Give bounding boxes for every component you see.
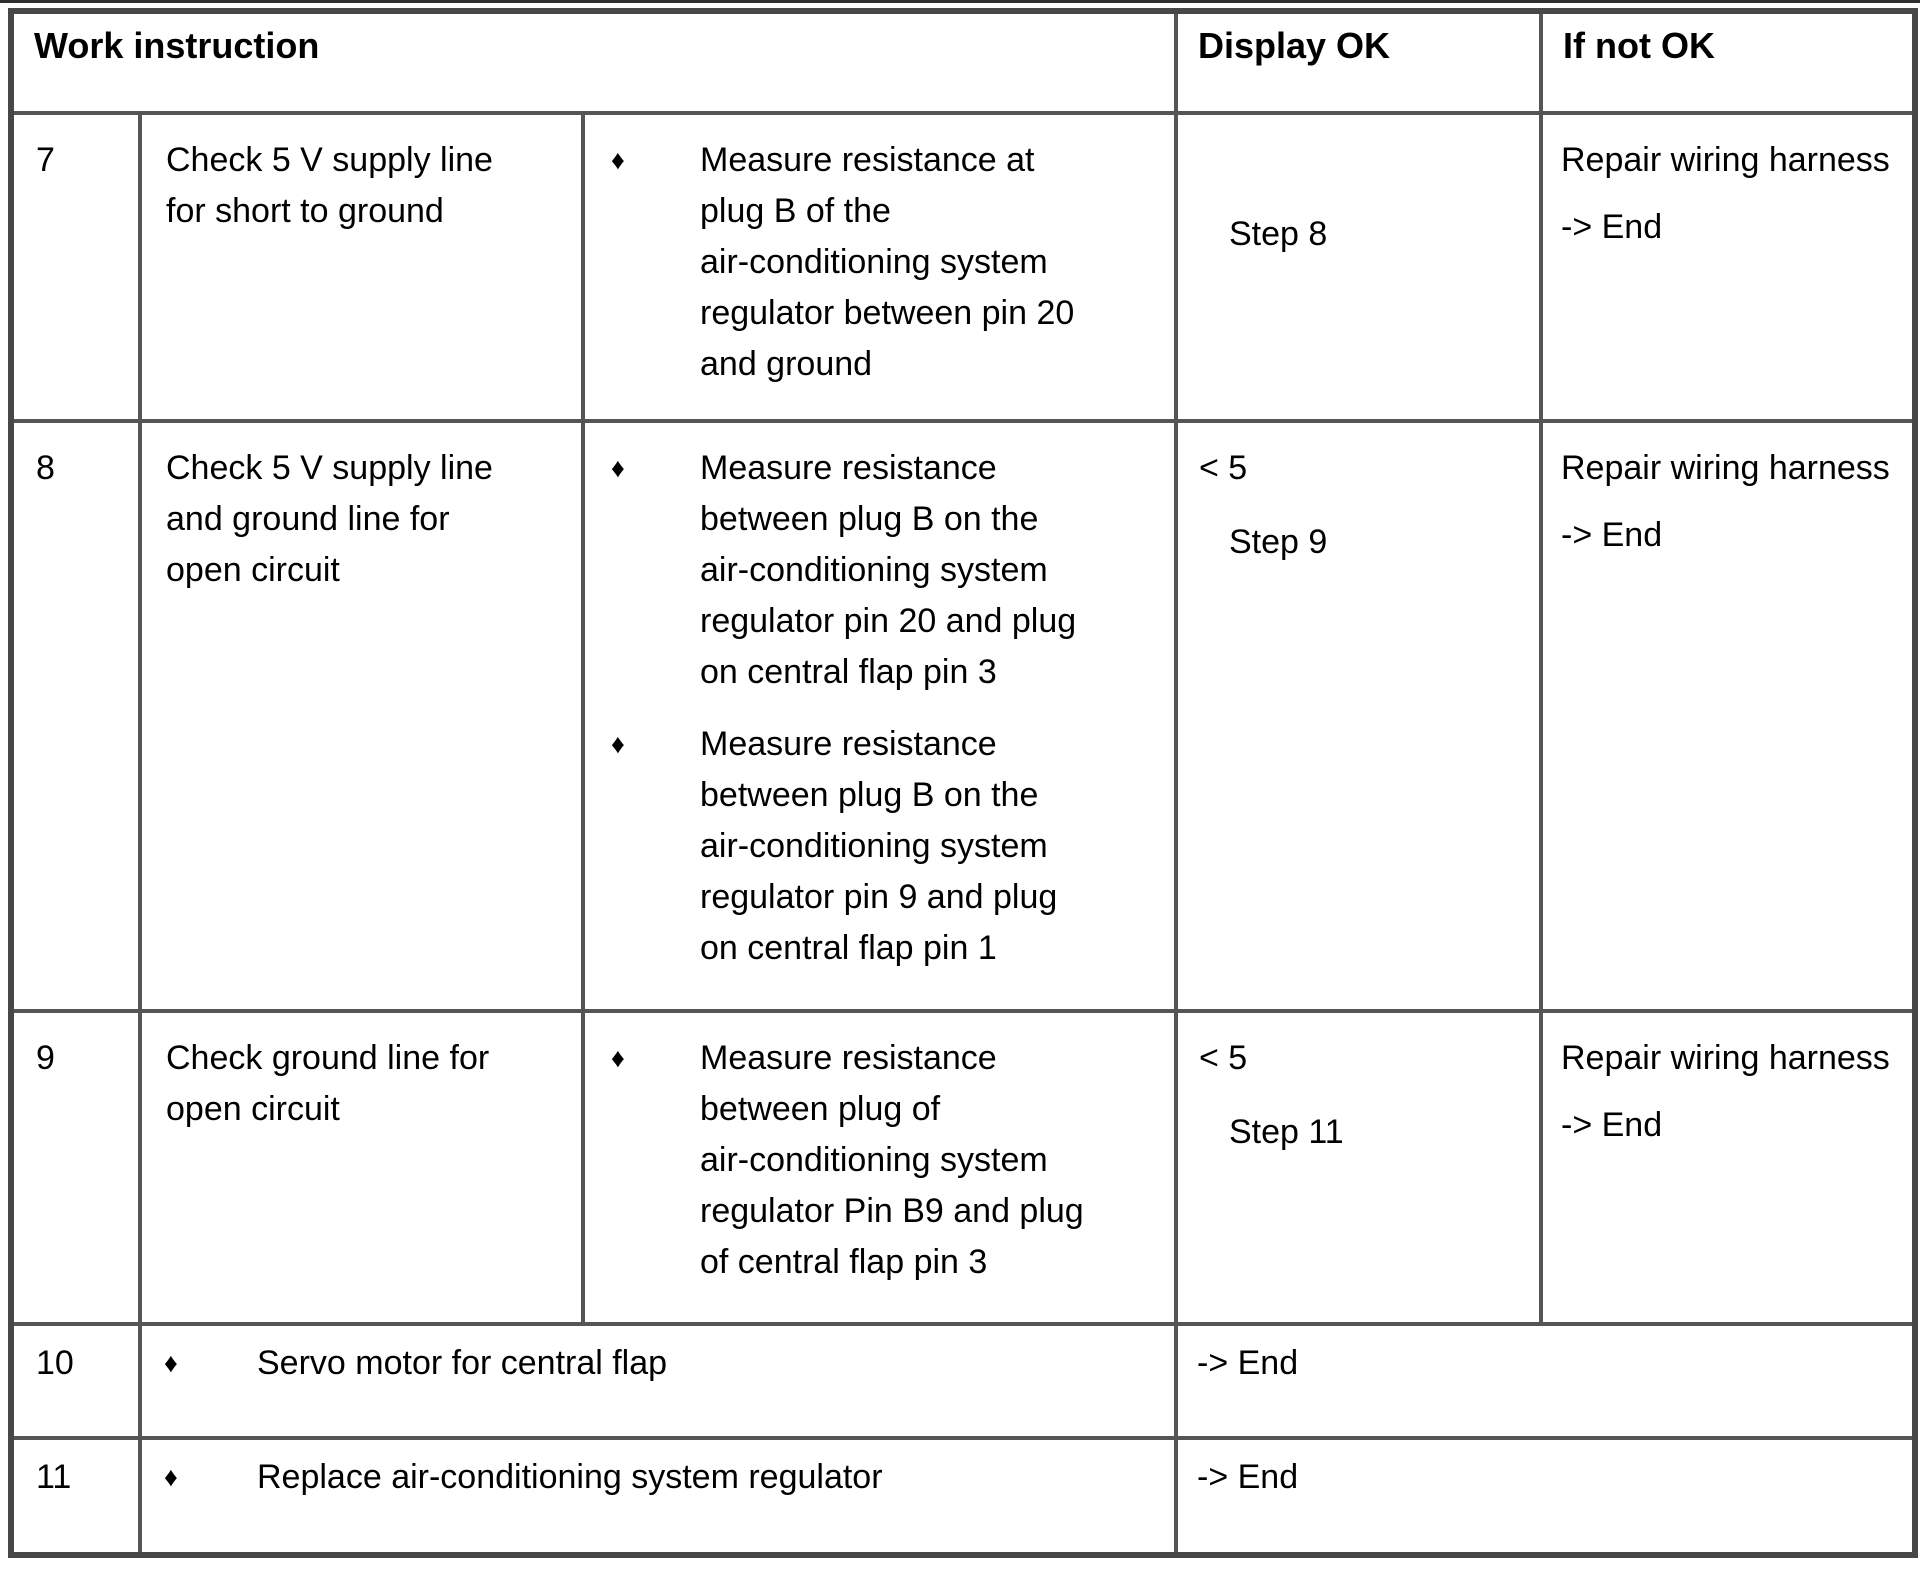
result-cell: -> End <box>1174 1436 1917 1557</box>
display-ok-value: < 5 <box>1199 449 1248 487</box>
header-cell-work-instruction: Work instruction <box>9 9 1178 115</box>
repair-action: Repair wiring harness <box>1561 141 1890 179</box>
display-ok-cell: < 5 Step 9 <box>1174 419 1543 1013</box>
if-not-ok-cell: Repair wiring harness -> End <box>1539 111 1917 423</box>
row-number: 8 <box>36 449 55 487</box>
action-text: Replace air-conditioning system regulato… <box>257 1458 883 1496</box>
check-description: Check 5 V supply line for short to groun… <box>166 141 493 230</box>
display-ok-cell: < 5 Step 11 <box>1174 1009 1543 1326</box>
end-reference: -> End <box>1561 1106 1663 1144</box>
work-step-text: Measure resistance between plug B on the… <box>700 449 1077 691</box>
end-reference: -> End <box>1197 1458 1299 1496</box>
check-description-cell: Check ground line for open circuit <box>138 1009 585 1326</box>
work-steps-cell: ♦ Measure resistance between plug B on t… <box>581 419 1178 1013</box>
work-step-item: ♦ Measure resistance at plug B of the ai… <box>609 135 1166 390</box>
end-reference: -> End <box>1561 208 1663 246</box>
row-number-cell: 10 <box>9 1322 142 1440</box>
if-not-ok-cell: Repair wiring harness -> End <box>1539 419 1917 1013</box>
display-ok-step: Step 8 <box>1229 215 1328 253</box>
check-description: Check 5 V supply line and ground line fo… <box>166 449 493 589</box>
work-step-text: Measure resistance between plug of air‑c… <box>700 1039 1084 1281</box>
row-number: 10 <box>36 1344 74 1382</box>
header-display-ok-label: Display OK <box>1198 25 1391 66</box>
bullet-diamond-icon: ♦ <box>611 145 625 175</box>
table-header-row: Work instruction Display OK If not OK <box>9 9 1917 115</box>
work-step-item: ♦ Measure resistance between plug B on t… <box>609 443 1166 698</box>
display-ok-cell: Step 8 <box>1174 111 1543 423</box>
row-number: 9 <box>36 1039 55 1077</box>
work-steps-cell: ♦ Measure resistance at plug B of the ai… <box>581 111 1178 423</box>
bullet-diamond-icon: ♦ <box>164 1348 178 1378</box>
work-step-item: ♦ Measure resistance between plug of air… <box>609 1033 1166 1288</box>
row-number-cell: 7 <box>9 111 142 423</box>
repair-action: Repair wiring harness <box>1561 1039 1890 1077</box>
display-ok-step: Step 11 <box>1229 1113 1344 1151</box>
end-reference: -> End <box>1561 516 1663 554</box>
table-row-10: 10 ♦ Servo motor for central flap -> End <box>9 1322 1917 1440</box>
end-reference: -> End <box>1197 1344 1299 1382</box>
action-cell: ♦ Servo motor for central flap <box>138 1322 1178 1440</box>
bullet-diamond-icon: ♦ <box>611 1043 625 1073</box>
row-number: 7 <box>36 141 55 179</box>
work-step-text: Measure resistance at plug B of the air‑… <box>700 141 1075 383</box>
table-row-8: 8 Check 5 V supply line and ground line … <box>9 419 1917 1013</box>
repair-action: Repair wiring harness <box>1561 449 1890 487</box>
row-number-cell: 9 <box>9 1009 142 1326</box>
header-work-instruction-label: Work instruction <box>34 25 320 66</box>
work-step-item: ♦ Servo motor for central flap <box>162 1338 1166 1389</box>
action-text: Servo motor for central flap <box>257 1344 668 1382</box>
row-number: 11 <box>36 1458 72 1496</box>
table-row-11: 11 ♦ Replace air-conditioning system reg… <box>9 1436 1917 1557</box>
bullet-diamond-icon: ♦ <box>611 729 625 759</box>
display-ok-value <box>1199 135 1531 186</box>
display-ok-value: < 5 <box>1199 1039 1248 1077</box>
work-step-item: ♦ Measure resistance between plug B on t… <box>609 719 1166 974</box>
header-if-not-ok-label: If not OK <box>1563 25 1715 66</box>
display-ok-step: Step 9 <box>1229 523 1328 561</box>
work-step-text: Measure resistance between plug B on the… <box>700 725 1058 967</box>
check-description-cell: Check 5 V supply line for short to groun… <box>138 111 585 423</box>
if-not-ok-cell: Repair wiring harness -> End <box>1539 1009 1917 1326</box>
bullet-diamond-icon: ♦ <box>611 453 625 483</box>
work-instruction-table: Work instruction Display OK If not OK 7 … <box>8 8 1918 1558</box>
work-step-item: ♦ Replace air-conditioning system regula… <box>162 1452 1166 1503</box>
row-number-cell: 8 <box>9 419 142 1013</box>
check-description: Check ground line for open circuit <box>166 1039 490 1128</box>
table-row-7: 7 Check 5 V supply line for short to gro… <box>9 111 1917 423</box>
check-description-cell: Check 5 V supply line and ground line fo… <box>138 419 585 1013</box>
header-cell-if-not-ok: If not OK <box>1539 9 1917 115</box>
table-row-9: 9 Check ground line for open circuit ♦ M… <box>9 1009 1917 1326</box>
page-top-edge-line <box>0 0 1920 3</box>
result-cell: -> End <box>1174 1322 1917 1440</box>
work-steps-cell: ♦ Measure resistance between plug of air… <box>581 1009 1178 1326</box>
header-cell-display-ok: Display OK <box>1174 9 1543 115</box>
row-number-cell: 11 <box>9 1436 142 1557</box>
action-cell: ♦ Replace air-conditioning system regula… <box>138 1436 1178 1557</box>
bullet-diamond-icon: ♦ <box>164 1462 178 1492</box>
